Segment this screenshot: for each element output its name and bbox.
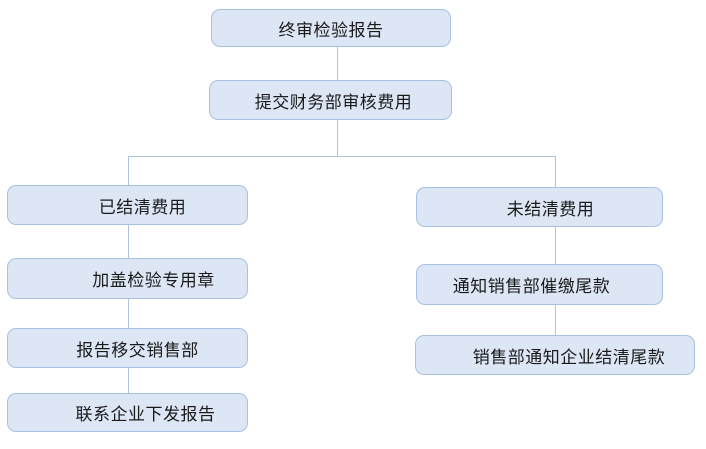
connector-unsettled-to-notify bbox=[555, 227, 556, 264]
node-transfer-report-to-sales: 报告移交销售部 bbox=[7, 328, 248, 368]
node-label: 报告移交销售部 bbox=[76, 340, 199, 360]
connector-transfer-to-contact bbox=[128, 368, 129, 393]
connector-stamp-to-transfer bbox=[128, 299, 129, 328]
node-submit-finance-review: 提交财务部审核费用 bbox=[209, 80, 452, 120]
node-label: 联系企业下发报告 bbox=[75, 405, 216, 424]
node-label: 通知销售部催缴尾款 bbox=[452, 277, 611, 296]
connector-branch-to-settled bbox=[128, 157, 129, 185]
connector-branch-to-unsettled bbox=[555, 157, 556, 187]
connector-notify-to-sales-notify bbox=[555, 305, 556, 335]
node-notify-sales-urge-balance: 通知销售部催缴尾款 bbox=[416, 264, 663, 305]
node-label: 已结清费用 bbox=[98, 197, 187, 217]
connector-settled-to-stamp bbox=[128, 225, 129, 258]
node-sales-notify-enterprise-settle: 销售部通知企业结清尾款 bbox=[415, 335, 695, 375]
node-label: 加盖检验专用章 bbox=[92, 271, 215, 290]
connector-submit-finance-to-branch bbox=[337, 120, 338, 156]
node-label: 销售部通知企业结清尾款 bbox=[472, 347, 666, 367]
node-contact-enterprise-issue-report: 联系企业下发报告 bbox=[7, 393, 248, 432]
node-fees-unsettled: 未结清费用 bbox=[416, 187, 663, 227]
node-label: 未结清费用 bbox=[506, 199, 595, 219]
node-label: 提交财务部审核费用 bbox=[254, 92, 413, 112]
node-stamp-inspection-seal: 加盖检验专用章 bbox=[7, 258, 248, 299]
node-final-inspection-report: 终审检验报告 bbox=[211, 9, 451, 47]
connector-branch-horizontal bbox=[128, 156, 556, 157]
node-fees-settled: 已结清费用 bbox=[7, 185, 248, 225]
connector-final-report-to-submit-finance bbox=[337, 47, 338, 80]
node-label: 终审检验报告 bbox=[278, 20, 384, 40]
